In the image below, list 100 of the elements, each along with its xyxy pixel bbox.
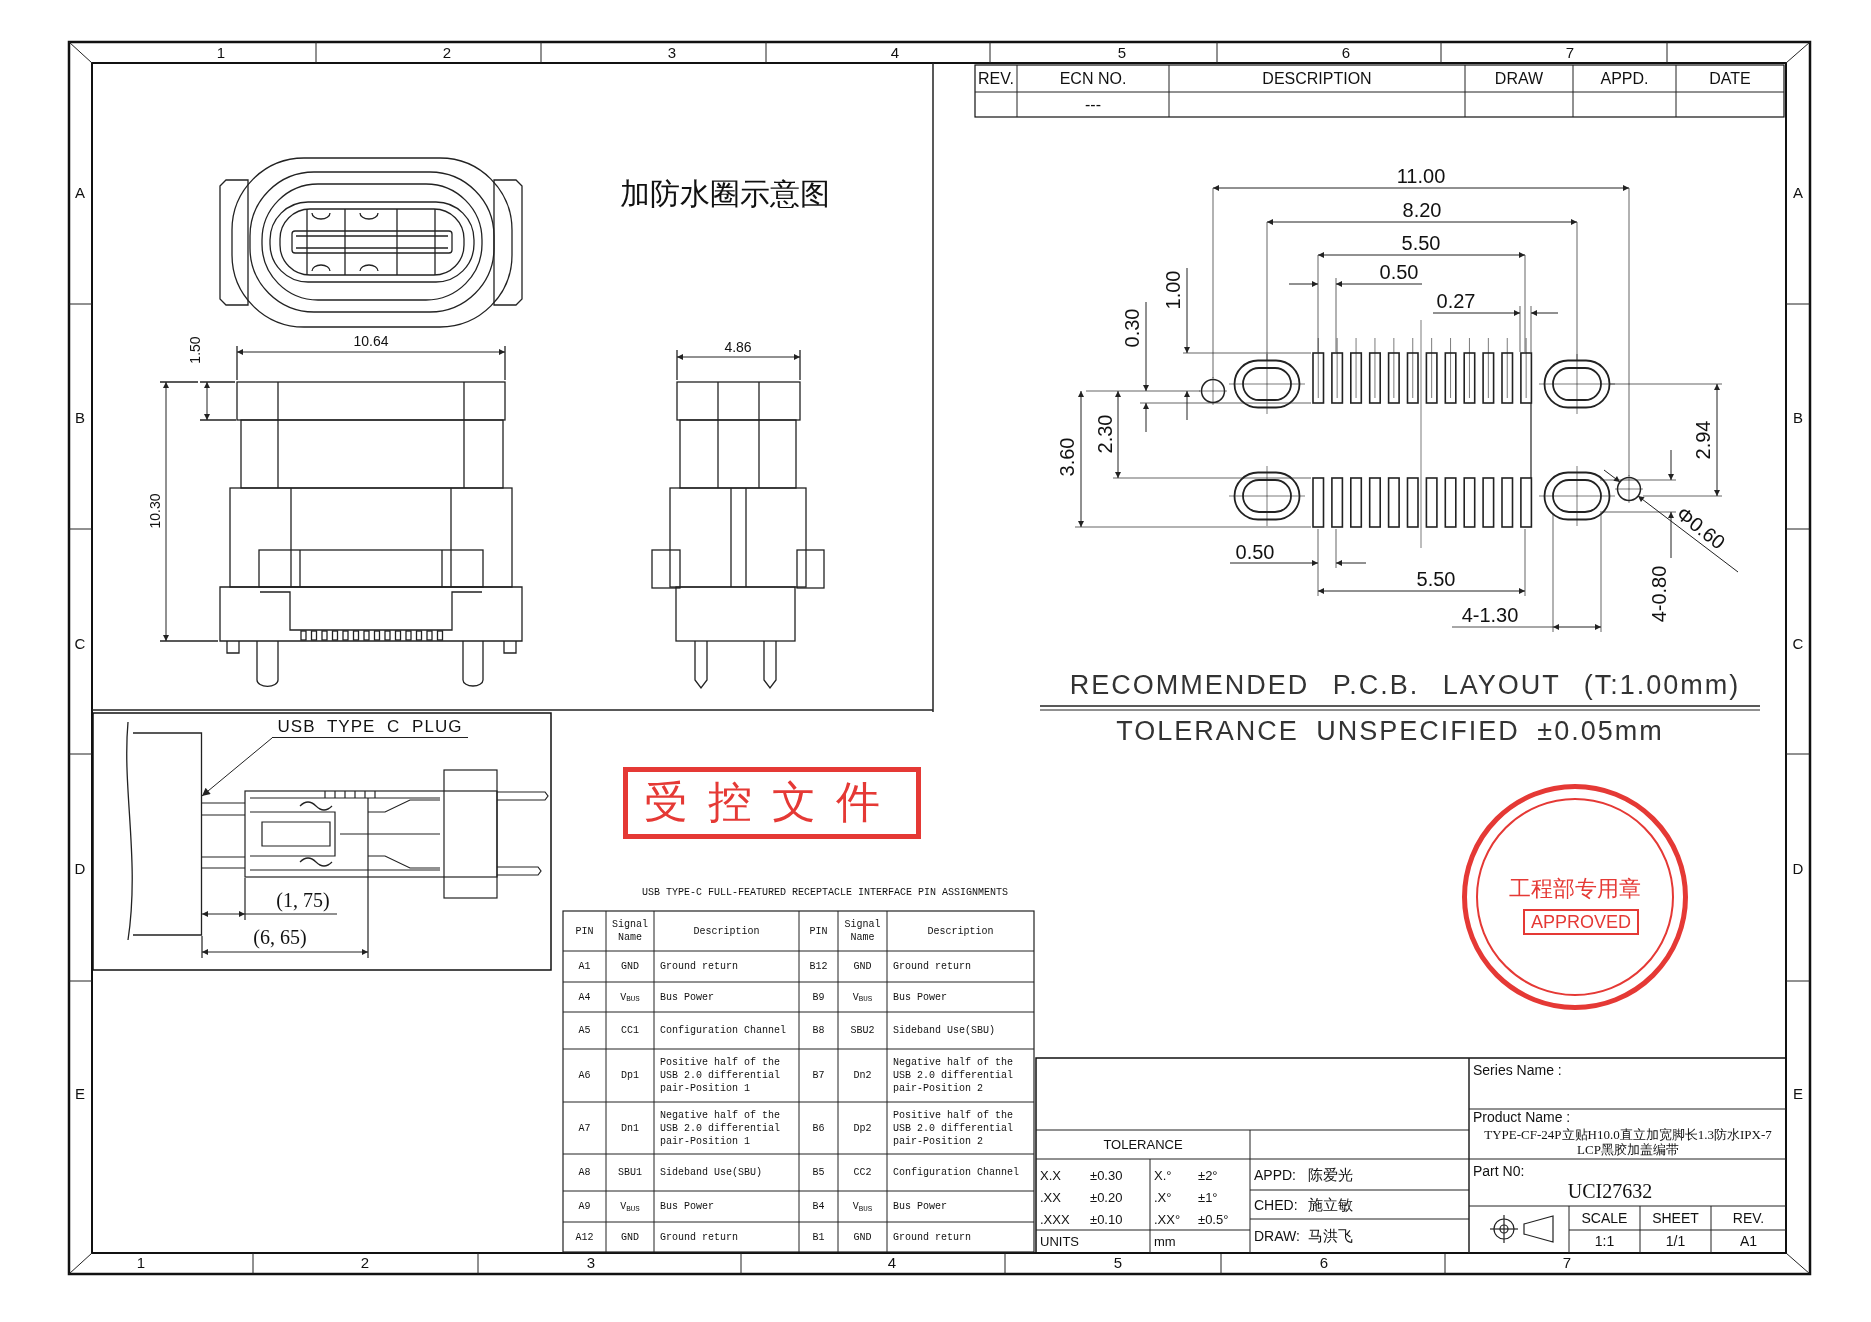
layout-heading: RECOMMENDED P.C.B. LAYOUT (T:1.00mm) [1069,668,1741,702]
dimension-value: (1, 75) [276,888,330,913]
column-header: PIN [809,924,828,938]
column-header: REV. [1732,1209,1765,1228]
dimension-value: 10.30 [145,493,164,529]
field-label: CHED: [1254,1195,1298,1215]
signal-name: GND [621,1230,639,1244]
dimension-value: 10.64 [353,331,389,351]
column-header: TOLERANCE [1103,1135,1183,1154]
signal-name: SBU2 [850,1024,875,1037]
unit-value: mm [1154,1233,1176,1252]
pin-number: A5 [578,1024,591,1037]
grid-column-number: 7 [1562,1252,1572,1273]
signal-name: GND [853,1230,872,1244]
signal-name: V$_{BUS}$ [620,990,640,1004]
column-header: Signal Name [843,918,882,944]
field-label: Series Name : [1473,1060,1562,1080]
grid-row-letter: B [75,407,85,428]
tolerance-class: X.X [1040,1167,1061,1186]
dimension-value: 0.30 [1120,308,1144,348]
pin-number: B7 [812,1069,825,1082]
pin-description: Negative half of the USB 2.0 differential pair-Position 1 [660,1108,782,1148]
approved-badge: APPROVED [1523,909,1639,935]
dimension-value: (6, 65) [253,925,307,950]
pin-description: Positive half of the USB 2.0 differential pair-Position 2 [893,1108,1015,1148]
table-title: USB TYPE-C FULL-FEATURED RECEPTACLE INTERFACE PIN ASSIGNMENTS [641,885,1009,900]
pin-number: B9 [812,990,825,1004]
pin-number: B5 [812,1166,825,1179]
signal-name: Dn2 [853,1069,872,1082]
person-name: 陈爱光 [1308,1165,1353,1185]
pin-number: A8 [578,1166,591,1179]
grid-column-number: 3 [586,1252,596,1273]
grid-column-number: 7 [1565,42,1575,63]
field-label: Product Name : [1473,1108,1571,1127]
pin-description: Sideband Use(SBU) [893,1024,996,1037]
field-label: DRAW: [1254,1226,1300,1246]
pin-description: Sideband Use(SBU) [660,1166,763,1179]
person-name: 施立敏 [1308,1195,1353,1215]
pin-description: Configuration Channel [660,1024,787,1037]
table-entry: 1/1 [1665,1232,1686,1251]
signal-name: Dp1 [621,1069,639,1082]
pin-number: B6 [812,1121,825,1135]
table-entry: --- [1085,94,1101,115]
tolerance-value: ±0.20 [1090,1189,1123,1208]
field-label: APPD: [1254,1165,1296,1185]
dimension-value: 0.27 [1436,289,1476,314]
pin-description: Bus Power [893,990,947,1004]
tolerance-note: TOLERANCE UNSPECIFIED ±0.05mm [1116,714,1664,748]
grid-column-number: 4 [890,42,900,63]
field-label: UNITS [1040,1233,1079,1252]
grid-row-letter: D [1792,858,1804,879]
grid-column-number: 5 [1113,1252,1123,1273]
leader-line [201,737,273,797]
tolerance-class: .XXX [1040,1211,1070,1230]
column-header: Description [693,924,760,938]
tolerance-value: ±0.5° [1198,1211,1229,1230]
tolerance-class: X.° [1154,1167,1172,1186]
dimension-value: 4-0.80 [1647,565,1671,623]
product-name: TYPE-CF-24P立贴H10.0直立加宽脚长1.3防水IPX-7 LCP黑胶加盖编带 [1483,1127,1773,1157]
seal-text: 工程部专用章 [1508,877,1642,901]
tolerance-value: ±0.10 [1090,1211,1123,1230]
grid-column-number: 2 [360,1252,370,1273]
signal-name: V$_{BUS}$ [852,1200,873,1213]
tolerance-value: ±1° [1198,1189,1218,1208]
approval-seal [1462,784,1688,1010]
column-header: SHEET [1652,1209,1699,1228]
grid-row-letter: E [1793,1083,1803,1104]
tolerance-class: .XX [1040,1189,1061,1208]
signal-name: CC2 [853,1166,872,1179]
person-name: 马洪飞 [1308,1226,1353,1246]
pin-number: A12 [575,1230,594,1244]
tolerance-class: .X° [1154,1189,1172,1208]
pin-number: A4 [578,990,591,1004]
tolerance-value: ±0.30 [1090,1167,1123,1186]
pin-number: B8 [812,1024,825,1037]
pin-description: Ground return [660,1230,738,1244]
column-header: ECN NO. [1059,68,1127,89]
grid-row-letter: D [74,858,86,879]
dimension-value: 5.50 [1401,231,1441,256]
grid-column-number: 6 [1341,42,1351,63]
dimension-value: 1.00 [1161,270,1185,310]
grid-column-number: 5 [1117,42,1127,63]
pin-number: B1 [812,1230,825,1244]
signal-name: GND [621,960,639,973]
pin-description: Positive half of the USB 2.0 differential pair-Position 1 [660,1056,782,1095]
signal-name: SBU1 [618,1166,642,1179]
tolerance-class: .XX° [1154,1211,1181,1230]
callout-label: USB TYPE C PLUG [272,714,468,738]
tolerance-value: ±2° [1198,1167,1218,1186]
dimension-value: 1.50 [185,336,204,364]
dimension-value: 0.50 [1235,540,1275,565]
pin-number: B12 [809,960,828,973]
pin-number: A9 [578,1200,591,1213]
grid-row-letter: E [75,1083,85,1104]
grid-column-number: 4 [887,1252,897,1273]
grid-row-letter: C [74,633,86,654]
pin-description: Bus Power [893,1200,947,1213]
table-entry: A1 [1739,1232,1758,1251]
pin-description: Ground return [893,960,971,973]
dimension-value: 4-1.30 [1461,603,1519,628]
